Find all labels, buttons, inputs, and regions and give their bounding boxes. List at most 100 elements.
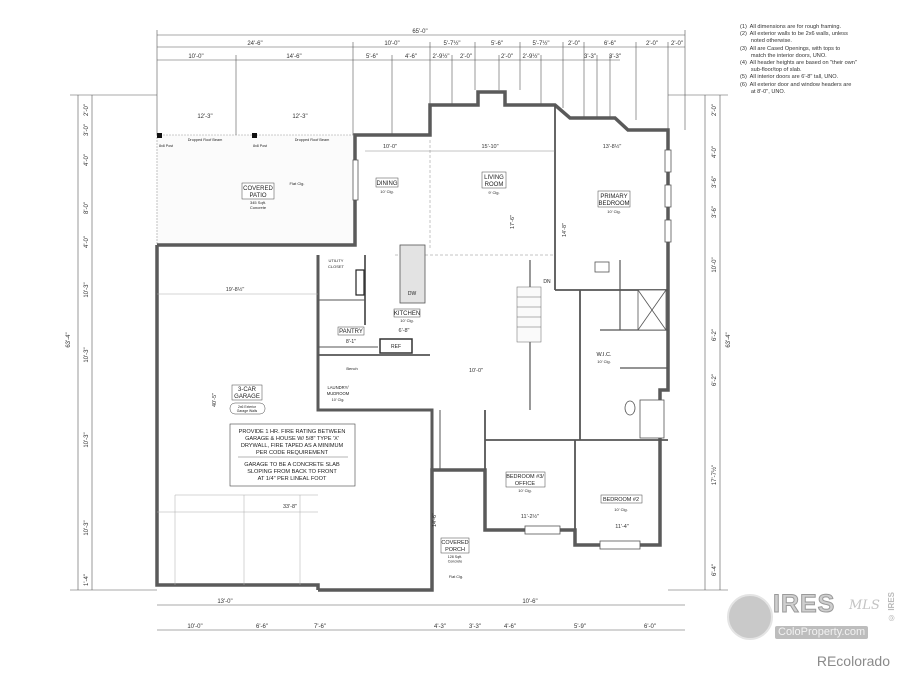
dim: 2'-9½" (523, 53, 540, 60)
dim: 2'-0" (460, 54, 472, 60)
room-name-primary: BEDROOM (598, 201, 629, 207)
ref-label: REF (391, 344, 401, 350)
note-line: GARAGE & HOUSE W/ 5/8" TYPE 'X' (245, 436, 339, 442)
dim: 17'-6" (510, 215, 516, 229)
room-name-laundry: MUDROOM (327, 391, 350, 396)
bench-label: Bench (346, 366, 357, 371)
dim: 10'-6" (522, 599, 537, 605)
dim: 6'-2" (712, 374, 718, 386)
room-name-pantry: PANTRY (339, 329, 363, 335)
dim: 3'-6" (712, 176, 718, 188)
dimension-labels: 65'-0" 24'-6" 10'-0" 5'-7½" 5'-6" 5'-7½"… (66, 29, 732, 630)
stairs-down-label: DN (543, 279, 551, 285)
note: (2) All exterior walls to be 2x6 walls, … (740, 31, 848, 38)
room-sub: Concrete (448, 560, 463, 564)
room-name-kitchen: KITCHEN (394, 311, 420, 317)
room-sub: Concrete (250, 205, 267, 210)
dim: 3'-3" (469, 624, 481, 630)
dim: 10'-3" (84, 432, 90, 447)
garage-note-box (229, 423, 356, 487)
interior-dimensions: 10'-0" 15'-10" 13'-8½" 19'-8½" 40'-5" 33… (212, 143, 629, 530)
note-line: AT 1/4" PER LINEAL FOOT (258, 476, 327, 482)
room-dim: 8'-1" (346, 339, 356, 345)
dim: 6'-6" (256, 624, 268, 630)
room-sub: 10' Clg. (614, 507, 627, 512)
note-line: SLOPING FROM BACK TO FRONT (247, 469, 337, 475)
kitchen-island (399, 244, 426, 304)
dim: 5'-7½" (533, 40, 550, 47)
room-name-garage: GARAGE (234, 394, 260, 400)
dim: 13'-0" (217, 599, 232, 605)
room-sub: 128 Sqft. (448, 555, 462, 559)
room-sub: 10' Clg. (380, 189, 393, 194)
room-name-wic: W.I.C. (597, 352, 612, 358)
room-sub: 2x6 Exterior (238, 405, 257, 409)
dim: 2'-0" (568, 41, 580, 47)
dim: 3'-6" (712, 206, 718, 218)
room-sub: 10' Clg. (332, 398, 345, 402)
watermark-mls: MLS (849, 598, 880, 613)
dim: 4'-6" (405, 54, 417, 60)
room-sub: 9' Clg. (488, 190, 499, 195)
dim: 10'-3" (84, 282, 90, 297)
dim: 2'-0" (712, 104, 718, 116)
dim: 15'-10" (481, 144, 498, 150)
dishwasher-label: DW (408, 291, 417, 297)
dim: 10'-0" (712, 257, 718, 272)
dim: 4'-6" (504, 624, 516, 630)
room-name-patio: PATIO (249, 193, 266, 199)
dim: 8'-0" (84, 202, 90, 214)
top-dimensions (70, 30, 728, 631)
recolorado-credit: REcolorado (816, 653, 890, 669)
dim: 1'-4" (84, 574, 90, 586)
room-sub: 10' Clg. (518, 488, 531, 493)
dim: 4'-0" (84, 154, 90, 166)
room-sub: Flat Clg. (290, 181, 305, 186)
room-sub: 10' Clg. (400, 318, 413, 323)
dim: 6'-4" (712, 564, 718, 576)
dim: 4'-0" (712, 146, 718, 158)
dim: 6'-6" (604, 41, 616, 47)
dim: 10'-3" (84, 347, 90, 362)
dim: 5'-7½" (444, 40, 461, 47)
refrigerator (379, 338, 413, 354)
note-line: DRYWALL, FIRE TAPED AS A MINIMUM (241, 443, 344, 449)
cooktop (355, 269, 365, 296)
dim: 10'-3" (84, 520, 90, 535)
note: (3) All are Cased Openings, with tops to (740, 45, 841, 52)
stairs (516, 286, 542, 343)
dim: 3'-3" (584, 54, 596, 60)
room-sub: Flat Clg. (449, 575, 463, 579)
dim: 10'-0" (384, 41, 399, 47)
room-name-living: LIVING (484, 175, 504, 181)
dim: 2'-9½" (433, 53, 450, 60)
room-name-bedroom-2: BEDROOM #2 (603, 497, 639, 503)
dim: 10'-0" (187, 624, 202, 630)
bath-fixtures (594, 261, 667, 439)
dim: 6'-2" (712, 329, 718, 341)
post (157, 133, 162, 138)
dim: 2'-0" (84, 104, 90, 116)
room-name-laundry: LAUNDRY/ (327, 385, 349, 390)
dim: 12'-3" (197, 114, 212, 120)
interior-walls (318, 105, 668, 530)
dim: 3'-3" (609, 54, 621, 60)
dim: 24'-6" (247, 41, 262, 47)
dim: 2'-0" (671, 41, 683, 47)
room-name-bedroom-3: BEDROOM #3/ (506, 474, 544, 480)
dim-right-overall: 63'-4" (726, 332, 732, 347)
small-label: 8x8 Post (253, 144, 267, 148)
room-name-porch: PORCH (445, 547, 465, 553)
ires-watermark: IRES MLS ColoProperty.com © IRES (725, 590, 900, 648)
room-sub: 345 Sqft. (250, 200, 266, 205)
dim: 14'-8" (562, 223, 568, 237)
room-name-primary: PRIMARY (600, 194, 627, 200)
small-label: 8x8 Post (159, 144, 173, 148)
dim: 10'-0" (469, 368, 483, 374)
dim: 10'-0" (188, 54, 203, 60)
dim: 11'-2½" (521, 513, 539, 520)
room-sub: 10' Clg. (597, 359, 610, 364)
note-line: PROVIDE 1 HR. FIRE RATING BETWEEN (239, 429, 346, 435)
room-name-garage: 3-CAR (238, 387, 257, 393)
note: match the interior doors, UNO. (740, 52, 827, 59)
